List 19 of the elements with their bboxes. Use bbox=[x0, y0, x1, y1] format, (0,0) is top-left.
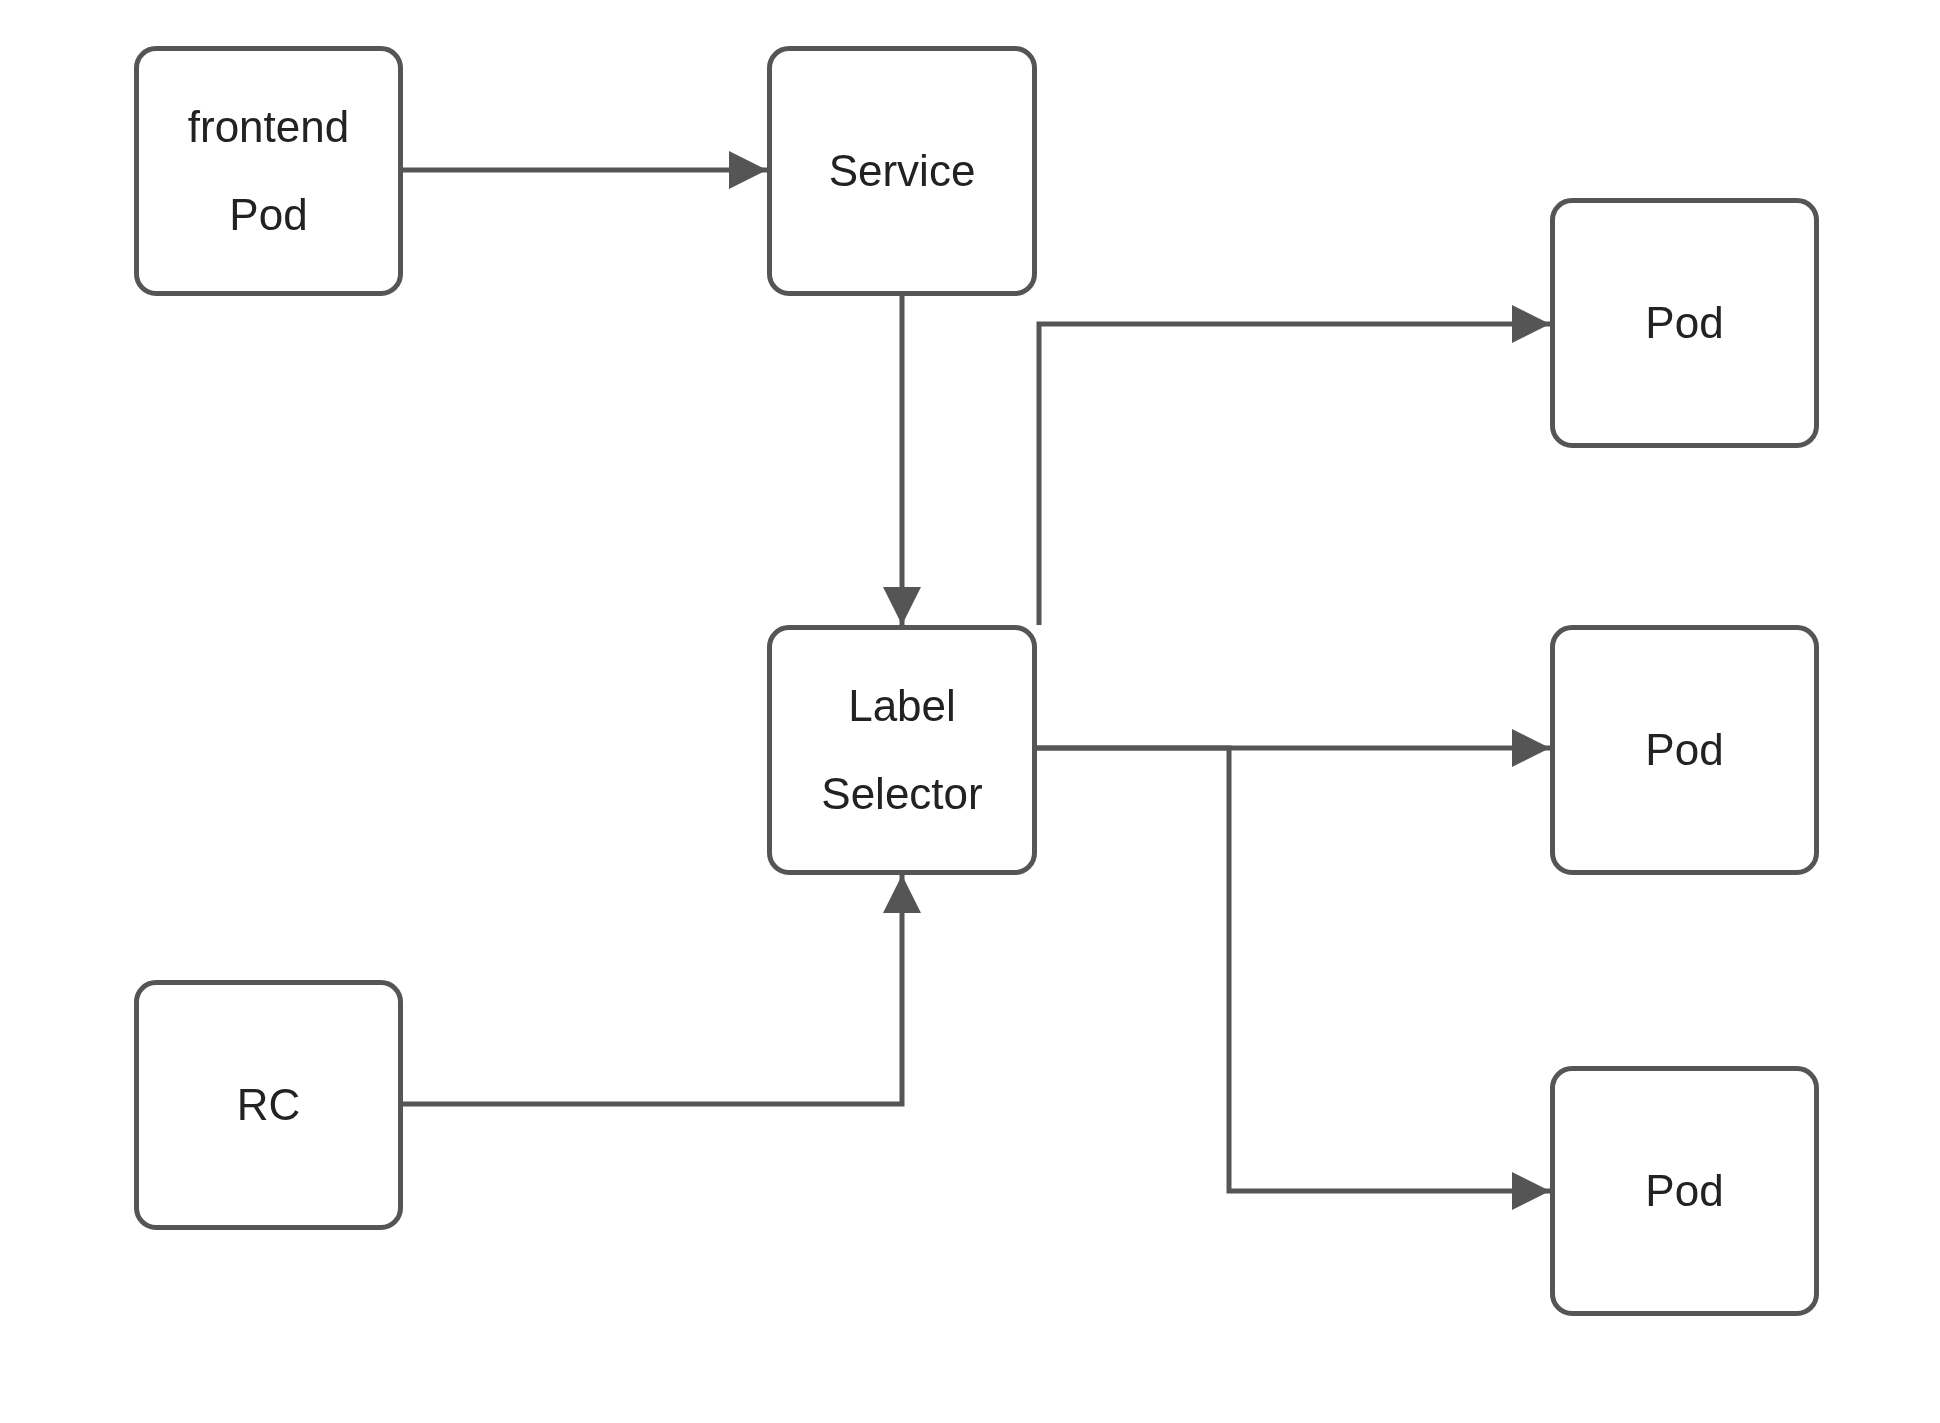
node-label: Label Selector bbox=[820, 680, 984, 820]
arrow bbox=[1037, 745, 1550, 1210]
node-box bbox=[767, 625, 1037, 875]
node-label: frontend Pod bbox=[186, 101, 351, 241]
arrow bbox=[403, 151, 767, 189]
arrow bbox=[1036, 305, 1550, 625]
node-box bbox=[1550, 1066, 1819, 1316]
node-box bbox=[1550, 625, 1819, 875]
node-box bbox=[767, 46, 1037, 296]
node-label: Service bbox=[827, 145, 977, 197]
arrow bbox=[403, 875, 921, 1107]
node-box bbox=[134, 46, 403, 296]
arrow bbox=[883, 296, 921, 625]
node-label: Pod bbox=[1644, 297, 1725, 349]
node-label: RC bbox=[235, 1079, 302, 1131]
node-box bbox=[134, 980, 403, 1230]
node-box bbox=[1550, 198, 1819, 448]
node-label: Pod bbox=[1644, 1165, 1725, 1217]
node-label: Pod bbox=[1644, 724, 1725, 776]
